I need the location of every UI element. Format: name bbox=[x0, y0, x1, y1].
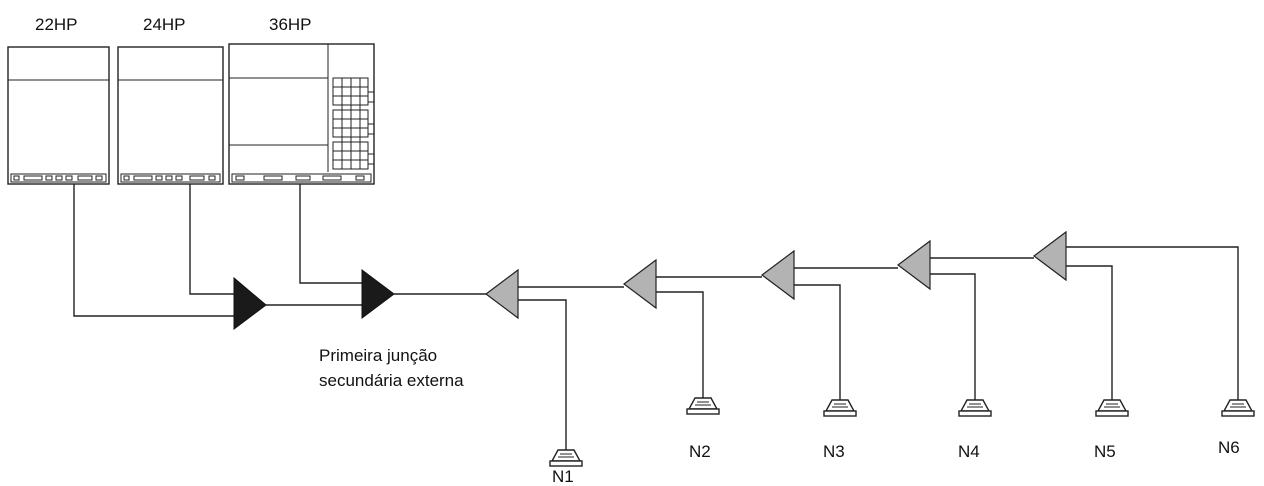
outdoor-joint-2 bbox=[361, 269, 395, 319]
indoor-unit-n3 bbox=[823, 399, 857, 417]
indoor-joint-1 bbox=[485, 268, 519, 320]
outdoor-joint-1 bbox=[233, 276, 267, 330]
indoor-piping bbox=[518, 246, 1239, 450]
indoor-joints bbox=[485, 230, 1067, 320]
indoor-joint-5 bbox=[1033, 230, 1067, 282]
outdoor-unit-22hp bbox=[7, 46, 110, 185]
indoor-unit-label-n4: N4 bbox=[958, 442, 980, 461]
joint-caption-line-2: secundária externa bbox=[319, 371, 464, 390]
indoor-unit-label-n3: N3 bbox=[823, 442, 845, 461]
indoor-unit-n1 bbox=[549, 449, 583, 467]
joint-caption-line-1: Primeira junção bbox=[319, 346, 437, 365]
outdoor-unit-label-36hp: 36HP bbox=[269, 15, 312, 34]
outdoor-unit-24hp bbox=[117, 46, 224, 185]
indoor-unit-label-n1: N1 bbox=[552, 467, 574, 486]
indoor-unit-n2 bbox=[686, 397, 720, 415]
indoor-unit-n4 bbox=[958, 399, 992, 417]
outdoor-unit-36hp bbox=[228, 43, 375, 185]
indoor-joint-3 bbox=[761, 249, 795, 301]
indoor-unit-n6 bbox=[1221, 399, 1255, 417]
outdoor-piping bbox=[73, 184, 486, 317]
indoor-unit-label-n6: N6 bbox=[1218, 438, 1240, 457]
indoor-unit-n5 bbox=[1095, 399, 1129, 417]
indoor-unit-label-n5: N5 bbox=[1094, 442, 1116, 461]
indoor-joint-2 bbox=[623, 258, 657, 310]
indoor-unit-label-n2: N2 bbox=[689, 442, 711, 461]
outdoor-unit-label-24hp: 24HP bbox=[143, 15, 186, 34]
outdoor-unit-label-22hp: 22HP bbox=[35, 15, 78, 34]
outdoor-joints bbox=[233, 269, 395, 330]
indoor-joint-4 bbox=[897, 239, 931, 291]
